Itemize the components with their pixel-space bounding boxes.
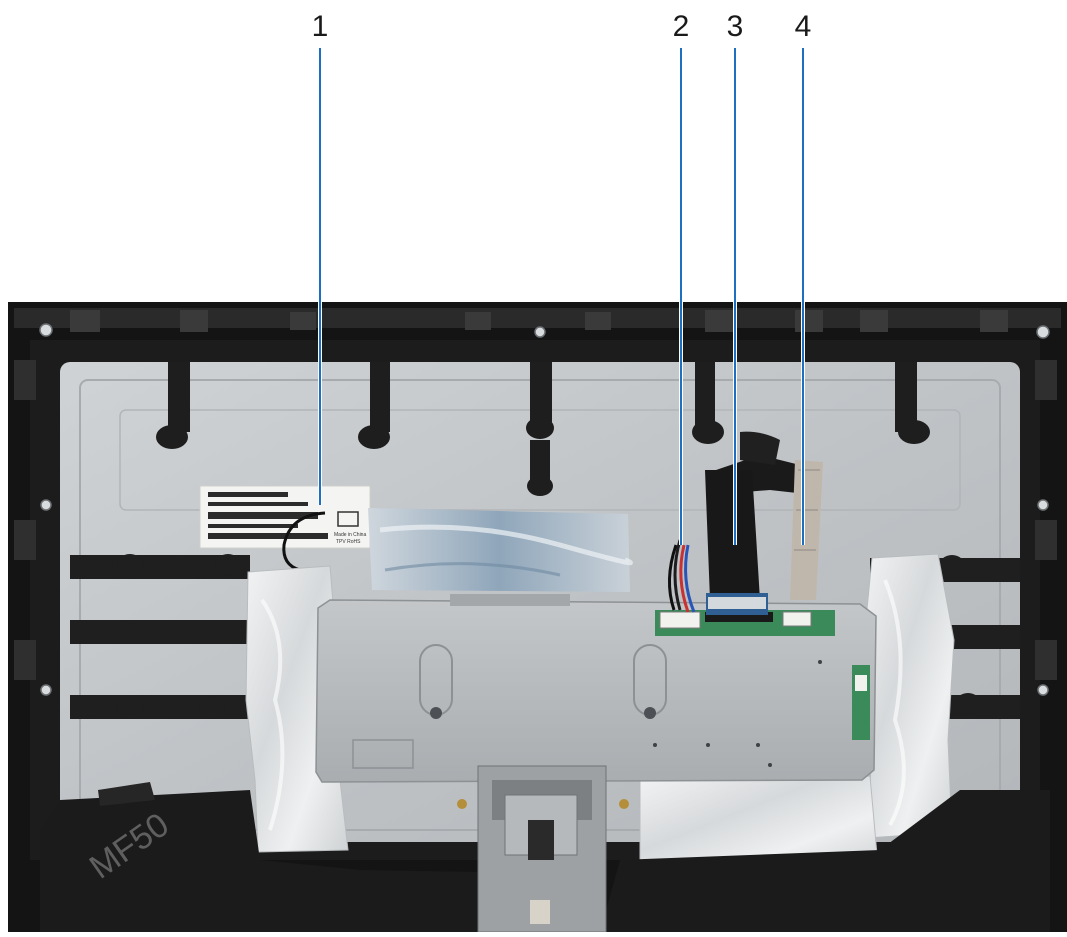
- top-frame-clips: [70, 310, 1008, 332]
- made-in-text: Made in China: [334, 532, 366, 538]
- lower-black-tape: MF50: [40, 782, 1050, 932]
- callout-4: 4: [794, 10, 812, 43]
- callout-3: 3: [726, 10, 744, 43]
- right-foil-wrap: [863, 553, 955, 839]
- gray-ribbon-cable: [790, 460, 823, 600]
- callout-leader-lines: [318, 48, 805, 545]
- callout-2: 2: [672, 10, 690, 43]
- foil-tape-strip: [368, 508, 633, 592]
- mainboard-cover: [315, 594, 877, 783]
- wire-harness: [667, 539, 696, 613]
- marks-text: TPV RoHS: [336, 539, 361, 545]
- lvds-ribbon-cable: [705, 431, 820, 615]
- frame-screws: [39, 323, 1050, 696]
- black-cable: [282, 511, 326, 572]
- mounting-posts: [156, 362, 930, 496]
- stand-bracket: [457, 765, 629, 933]
- product-label-sticker: Made in China TPV RoHS: [199, 485, 371, 549]
- side-frame-details: [14, 360, 1057, 680]
- callout-1: 1: [311, 10, 329, 43]
